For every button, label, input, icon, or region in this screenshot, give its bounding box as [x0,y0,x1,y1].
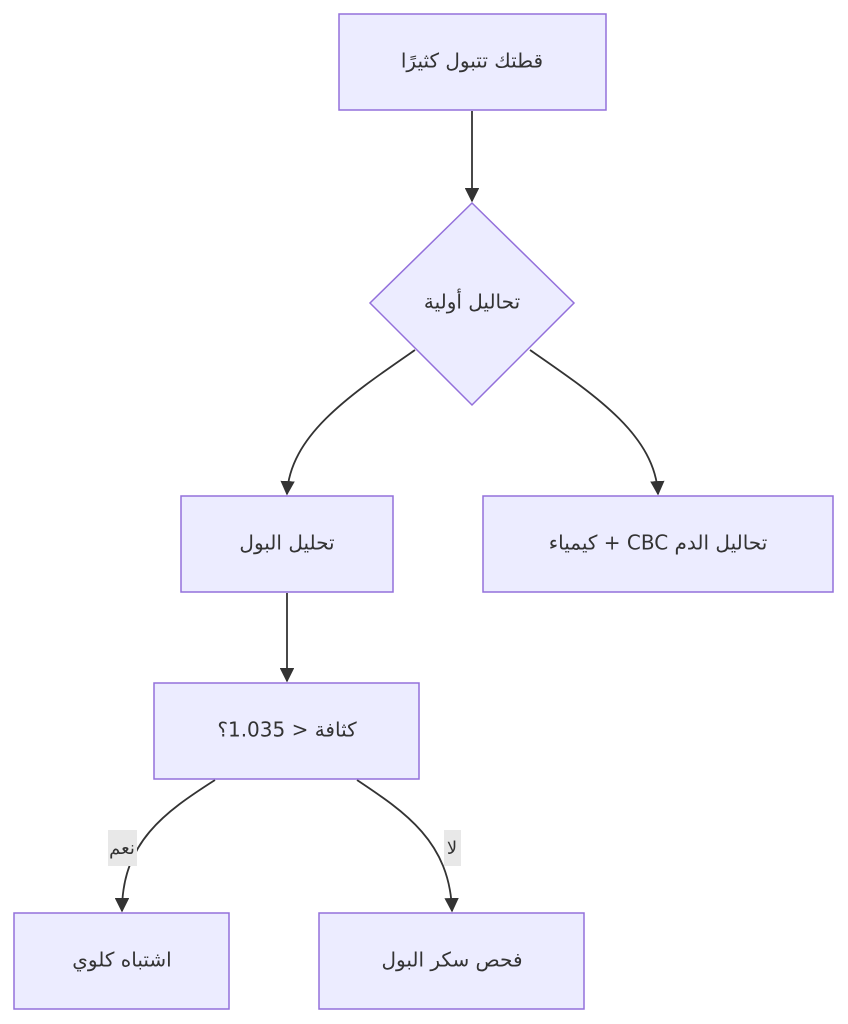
node-initial-tests: تحاليل أولية [368,201,576,407]
node-blood-tests: كيمياء + CBC تحاليل الدم [482,495,834,593]
node-glucose: فحص سكر البول [318,912,585,1010]
edge-density-to-glucose [356,779,459,913]
node-kidney-label: اشتباه كلوي [72,948,171,973]
node-urinalysis: تحليل البول [180,495,394,593]
node-initial-tests-label: تحاليل أولية [424,289,520,314]
node-density-label: كثافة < 1.035؟ [217,718,357,742]
node-density: كثافة < 1.035؟ [153,682,420,780]
edge-initial-tests-to-urinalysis [280,349,416,496]
edge-density-to-kidney [114,779,216,913]
node-kidney: اشتباه كلوي [13,912,230,1010]
edge-label-yes: نعم [108,830,137,866]
edge-label-yes-text: نعم [109,838,135,859]
edge-initial-tests-to-blood-tests [529,349,665,496]
node-start-label: قطتك تتبول كثيرًا [401,49,543,73]
node-glucose-label: فحص سكر البول [381,948,522,972]
node-blood-tests-label: كيمياء + CBC تحاليل الدم [549,531,768,555]
edge-label-no-text: لا [447,838,457,859]
node-urinalysis-label: تحليل البول [239,531,334,555]
edge-label-no: لا [444,830,461,866]
node-start: قطتك تتبول كثيرًا [338,13,607,111]
